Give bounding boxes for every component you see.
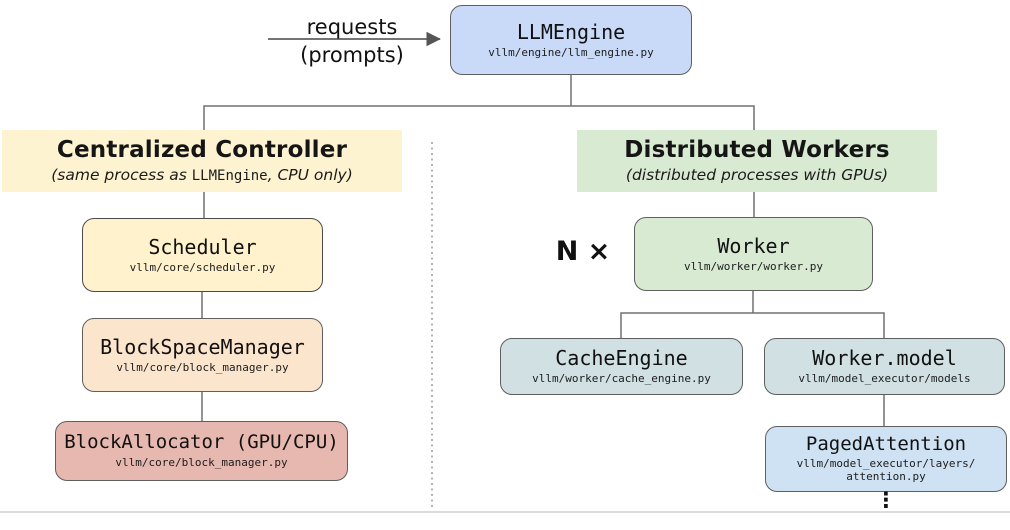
n-times-label: N × xyxy=(555,236,611,267)
worker-model-node: Worker.model vllm/model_executor/models xyxy=(764,338,1005,395)
block-allocator-title: BlockAllocator (GPU/CPU) xyxy=(64,431,339,454)
worker-branch-line xyxy=(620,291,885,338)
cache-engine-title: CacheEngine xyxy=(555,346,688,371)
prompts-label: (prompts) xyxy=(300,43,404,67)
paged-attention-path-line2: attention.py xyxy=(846,470,926,484)
block-space-manager-node: BlockSpaceManager vllm/core/block_manage… xyxy=(82,318,323,392)
scheduler-path: vllm/core/scheduler.py xyxy=(129,260,276,274)
block-allocator-path: vllm/core/block_manager.py xyxy=(115,456,288,470)
block-space-manager-path: vllm/core/block_manager.py xyxy=(116,360,289,374)
worker-node: Worker vllm/worker/worker.py xyxy=(634,217,873,291)
scheduler-title: Scheduler xyxy=(148,234,257,259)
cache-engine-node: CacheEngine vllm/worker/cache_engine.py xyxy=(500,338,743,395)
centralized-controller-subtitle: (same process as LLMEngine, CPU only) xyxy=(51,165,353,185)
subtitle-suffix: , CPU only) xyxy=(267,165,353,184)
block-space-manager-title: BlockSpaceManager xyxy=(100,334,305,359)
distributed-workers-title: Distributed Workers xyxy=(624,137,890,164)
llm-engine-title: LLMEngine xyxy=(516,19,626,44)
distributed-workers-subtitle: (distributed processes with GPUs) xyxy=(625,165,889,184)
worker-title: Worker xyxy=(717,233,790,258)
more-layers-ellipsis: ⋮ xyxy=(875,488,897,512)
worker-model-path: vllm/model_executor/models xyxy=(798,372,971,386)
paged-attention-path-line1: vllm/model_executor/layers/ xyxy=(796,456,976,470)
requests-label: requests xyxy=(306,15,398,39)
subtitle-code: LLMEngine xyxy=(191,167,268,184)
scheduler-node: Scheduler vllm/core/scheduler.py xyxy=(82,218,323,292)
worker-path: vllm/worker/worker.py xyxy=(683,259,824,273)
worker-model-title: Worker.model xyxy=(812,346,957,371)
llm-engine-path: vllm/engine/llm_engine.py xyxy=(488,45,654,59)
distributed-workers-header: Distributed Workers (distributed process… xyxy=(577,130,937,192)
subtitle-prefix: (same process as xyxy=(51,165,192,184)
paged-attention-title: PagedAttention xyxy=(805,432,967,455)
paged-attention-node: PagedAttention vllm/model_executor/layer… xyxy=(765,426,1007,492)
centralized-controller-header: Centralized Controller (same process as … xyxy=(2,130,402,192)
llm-engine-node: LLMEngine vllm/engine/llm_engine.py xyxy=(450,5,692,75)
block-allocator-node: BlockAllocator (GPU/CPU) vllm/core/block… xyxy=(55,421,348,481)
cache-engine-path: vllm/worker/cache_engine.py xyxy=(532,372,711,386)
centralized-controller-title: Centralized Controller xyxy=(56,137,348,164)
